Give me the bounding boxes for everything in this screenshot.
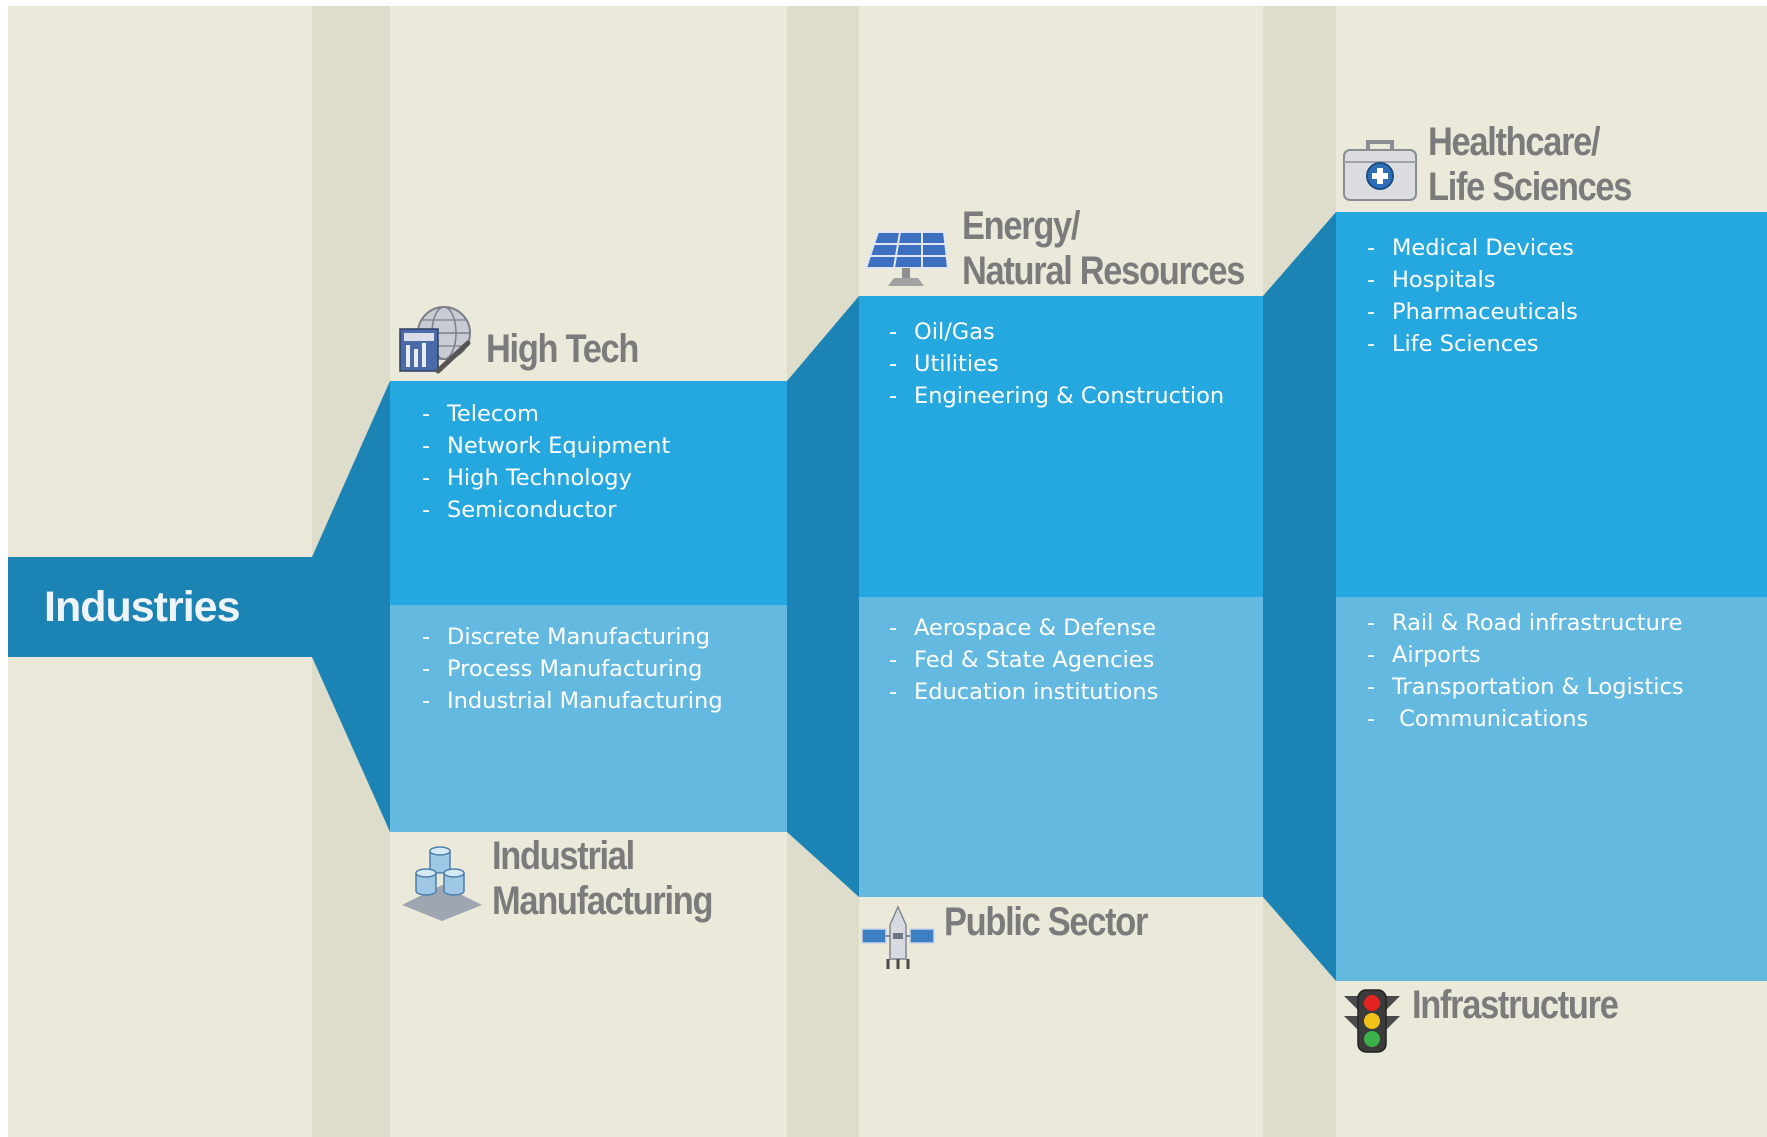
list-item-text: Medical Devices <box>1392 235 1575 261</box>
list-item: -Fed & State Agencies <box>889 647 1155 673</box>
list-item-text: Engineering & Construction <box>914 383 1225 409</box>
list-item-text: Network Equipment <box>447 433 671 459</box>
list-item: -Aerospace & Defense <box>889 615 1156 641</box>
list-item: -Discrete Manufacturing <box>422 624 711 650</box>
energy-list: -Oil/Gas -Utilities -Engineering & Const… <box>889 316 1224 412</box>
list-item: -Industrial Manufacturing <box>422 688 723 714</box>
list-item: -Transportation & Logistics <box>1367 674 1684 700</box>
list-item: -Semiconductor <box>422 497 617 523</box>
list-item-text: Process Manufacturing <box>447 656 703 682</box>
high-tech-band <box>390 381 787 605</box>
industrial-manufacturing-list: -Discrete Manufacturing -Process Manufac… <box>422 621 723 717</box>
list-item-text: Life Sciences <box>1392 331 1539 357</box>
traffic-light-icon <box>1344 989 1400 1053</box>
healthcare-list: -Medical Devices -Hospitals -Pharmaceuti… <box>1367 232 1578 360</box>
public-sector-title-text: Public Sector <box>944 900 1148 944</box>
connector-col2-to-col3 <box>1263 212 1336 981</box>
list-item: -Airports <box>1367 642 1481 668</box>
database-stack-icon <box>402 846 482 921</box>
list-item-text: Oil/Gas <box>914 319 995 345</box>
title-line: Natural Resources <box>962 249 1245 293</box>
connector-root-to-high-tech <box>312 381 390 832</box>
list-item-text: Airports <box>1392 642 1481 668</box>
public-sector-list: -Aerospace & Defense -Fed & State Agenci… <box>889 612 1158 708</box>
globe-tools-icon <box>399 306 471 374</box>
healthcare-title: Healthcare/ Life Sciences <box>1428 120 1632 210</box>
root-label: Industries <box>44 582 240 631</box>
list-item-text: Aerospace & Defense <box>914 615 1156 641</box>
list-item: -Education institutions <box>889 679 1159 705</box>
list-item-text: High Technology <box>447 465 632 491</box>
energy-title: Energy/ Natural Resources <box>962 204 1245 294</box>
list-item-text: Hospitals <box>1392 267 1496 293</box>
connector-col1-to-col2 <box>787 296 859 897</box>
healthcare-band <box>1336 212 1767 597</box>
list-item-text: Rail & Road infrastructure <box>1392 610 1683 636</box>
public-sector-band <box>859 597 1263 897</box>
industrial-manufacturing-title: Industrial Manufacturing <box>492 834 713 924</box>
list-item: -High Technology <box>422 465 632 491</box>
infrastructure-title: Infrastructure <box>1412 983 1619 1028</box>
list-item: - Communications <box>1367 706 1589 732</box>
list-item-text: Telecom <box>447 401 539 427</box>
list-item: -Engineering & Construction <box>889 383 1225 409</box>
root-node: Industries <box>8 557 312 657</box>
infrastructure-list: -Rail & Road infrastructure -Airports -T… <box>1367 607 1684 735</box>
high-tech-title: High Tech <box>486 327 639 372</box>
infrastructure-band <box>1336 597 1767 981</box>
list-item-text: Transportation & Logistics <box>1392 674 1684 700</box>
solar-panel-icon <box>864 231 950 286</box>
list-item: -Telecom <box>422 401 539 427</box>
list-item: -Oil/Gas <box>889 319 995 345</box>
list-item: -Hospitals <box>1367 267 1496 293</box>
list-item: -Life Sciences <box>1367 331 1539 357</box>
infrastructure-title-text: Infrastructure <box>1412 983 1619 1027</box>
list-item-text: Communications <box>1392 706 1589 732</box>
medical-kit-icon <box>1343 140 1417 201</box>
list-item: -Medical Devices <box>1367 235 1575 261</box>
high-tech-list: -Telecom -Network Equipment -High Techno… <box>422 398 670 526</box>
title-line: Energy/ <box>962 204 1080 248</box>
list-item: -Utilities <box>889 351 999 377</box>
list-item: -Pharmaceuticals <box>1367 299 1578 325</box>
list-item-text: Semiconductor <box>447 497 617 523</box>
energy-band <box>859 296 1263 597</box>
industrial-manufacturing-band <box>390 605 787 832</box>
list-item-text: Pharmaceuticals <box>1392 299 1578 325</box>
list-item-text: Utilities <box>914 351 999 377</box>
list-item-text: Education institutions <box>914 679 1159 705</box>
title-line: Healthcare/ <box>1428 120 1601 164</box>
public-sector-title: Public Sector <box>944 900 1148 945</box>
title-line: Life Sciences <box>1428 165 1632 209</box>
title-line: Manufacturing <box>492 879 713 923</box>
satellite-icon <box>861 905 935 969</box>
list-item: -Rail & Road infrastructure <box>1367 610 1683 636</box>
list-item: -Network Equipment <box>422 433 671 459</box>
list-item: -Process Manufacturing <box>422 656 703 682</box>
title-line: Industrial <box>492 834 635 878</box>
list-item-text: Fed & State Agencies <box>914 647 1155 673</box>
high-tech-title-text: High Tech <box>486 327 639 371</box>
list-item-text: Discrete Manufacturing <box>447 624 711 650</box>
list-item-text: Industrial Manufacturing <box>447 688 723 714</box>
